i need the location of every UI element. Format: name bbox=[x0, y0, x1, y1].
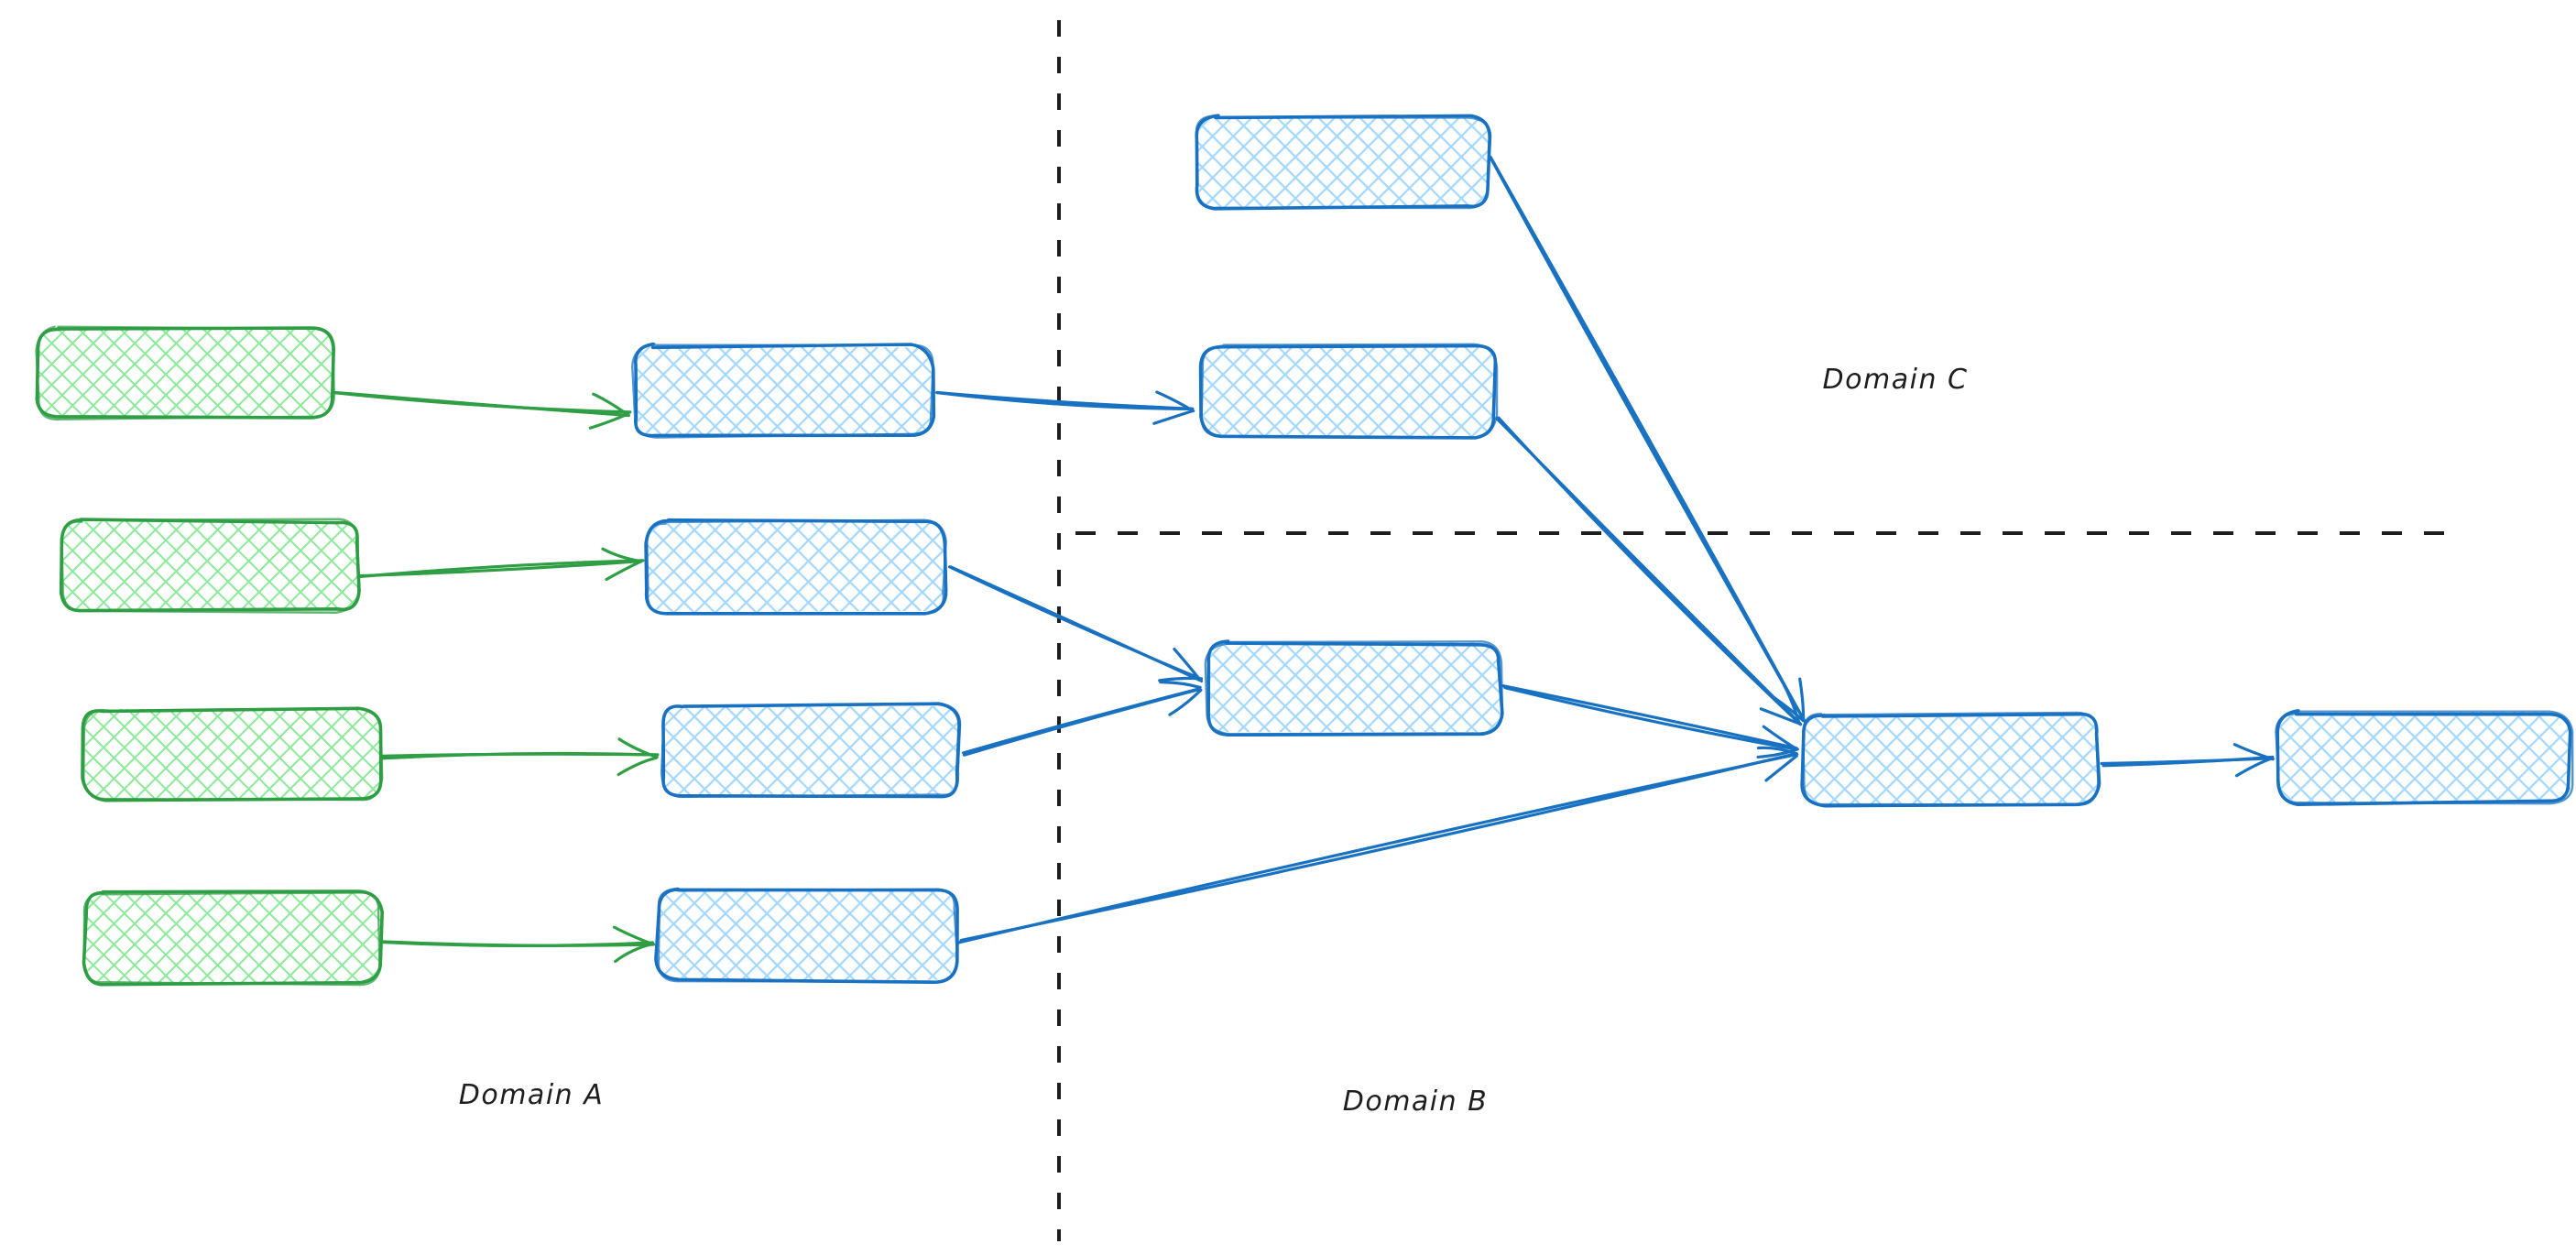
node-outline bbox=[1195, 115, 1492, 210]
node-outline bbox=[1200, 343, 1499, 440]
node-green-2[interactable] bbox=[59, 518, 361, 614]
edge-green-4-to-blue-a4 bbox=[379, 925, 656, 964]
node-fill bbox=[61, 520, 359, 611]
node-fill bbox=[1206, 641, 1501, 733]
divider-layer bbox=[1057, 20, 2451, 1241]
edge-green-2-to-blue-a2 bbox=[355, 547, 645, 582]
node-outline bbox=[657, 887, 959, 983]
edge-blue-a3-to-blue-b3 bbox=[962, 681, 1203, 757]
label-domain-a: Domain A bbox=[459, 1079, 604, 1111]
edge-green-3-to-blue-a3 bbox=[380, 737, 660, 777]
node-blue-b1[interactable] bbox=[1195, 114, 1492, 211]
node-blue-b2[interactable] bbox=[1198, 343, 1499, 440]
node-outline bbox=[60, 518, 360, 614]
node-fill bbox=[1200, 344, 1496, 437]
node-fill bbox=[84, 708, 382, 801]
edge-blue-b3-to-blue-merge bbox=[1501, 684, 1799, 759]
node-outline bbox=[660, 703, 962, 799]
node-outline bbox=[633, 342, 936, 438]
node-outline bbox=[2276, 709, 2572, 807]
node-outline bbox=[631, 343, 934, 439]
node-outline bbox=[82, 706, 384, 802]
node-fill bbox=[1195, 116, 1490, 207]
node-outline bbox=[35, 325, 335, 420]
node-fill bbox=[35, 327, 333, 419]
node-outline bbox=[646, 518, 947, 615]
node-fill bbox=[660, 704, 960, 795]
node-green-1[interactable] bbox=[35, 325, 335, 420]
node-blue-a2[interactable] bbox=[644, 518, 948, 616]
node-green-3[interactable] bbox=[81, 706, 384, 802]
node-fill bbox=[2276, 711, 2571, 803]
edge-blue-b2-to-blue-merge bbox=[1495, 416, 1803, 726]
node-outline bbox=[1802, 711, 2100, 806]
node-outline bbox=[82, 891, 381, 987]
domain-label-layer: Domain A Domain B Domain C bbox=[459, 364, 1969, 1118]
node-fill bbox=[1803, 714, 2099, 806]
label-domain-b: Domain B bbox=[1343, 1086, 1489, 1118]
edge-blue-b1-to-blue-merge bbox=[1488, 155, 1806, 724]
node-blue-a3[interactable] bbox=[660, 702, 962, 799]
node-blue-b3[interactable] bbox=[1204, 639, 1504, 737]
label-domain-c: Domain C bbox=[1823, 364, 1969, 396]
edge-blue-a4-to-blue-merge bbox=[956, 746, 1799, 944]
edge-blue-a2-to-blue-b3 bbox=[947, 565, 1204, 683]
node-blue-out[interactable] bbox=[2275, 709, 2574, 807]
node-layer bbox=[35, 114, 2574, 987]
edge-blue-a1-to-blue-b2 bbox=[935, 390, 1195, 425]
node-fill bbox=[657, 889, 956, 981]
node-blue-merge[interactable] bbox=[1800, 711, 2101, 808]
edge-blue-merge-to-blue-out bbox=[2100, 743, 2275, 778]
node-outline bbox=[2275, 710, 2574, 805]
edge-layer bbox=[330, 155, 2275, 964]
node-green-4[interactable] bbox=[82, 889, 384, 987]
node-fill bbox=[646, 521, 945, 613]
node-blue-a4[interactable] bbox=[654, 887, 959, 985]
edge-green-1-to-blue-a1 bbox=[330, 390, 632, 430]
node-blue-a1[interactable] bbox=[631, 342, 936, 439]
node-outline bbox=[1204, 640, 1504, 736]
node-fill bbox=[633, 345, 933, 437]
node-fill bbox=[83, 892, 381, 984]
